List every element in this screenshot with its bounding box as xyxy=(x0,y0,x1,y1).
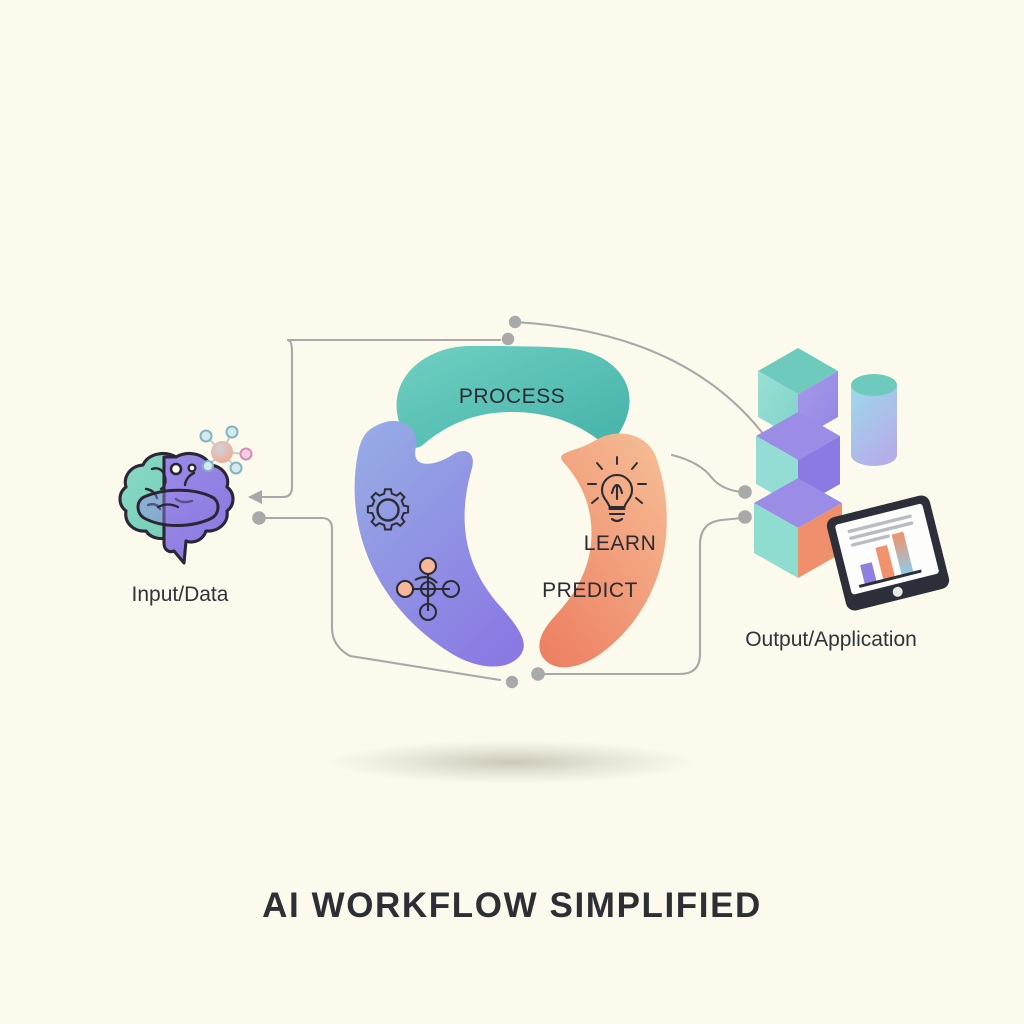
connector-group xyxy=(256,320,802,682)
connector-bottom-to-output xyxy=(538,516,744,676)
tablet-chart-icon xyxy=(826,495,950,611)
node-label-output: Output/Application xyxy=(745,628,917,651)
connector-dots xyxy=(252,315,752,689)
arrowhead-to-input xyxy=(248,490,262,504)
node-label-input: Input/Data xyxy=(132,583,229,606)
segment-transform xyxy=(354,420,524,667)
cylinder-icon xyxy=(851,374,897,466)
dot-output-upper xyxy=(738,485,752,499)
dot-bottom-left xyxy=(505,675,519,689)
network-nodes-icon xyxy=(395,556,461,622)
bar-2 xyxy=(875,544,896,580)
lightbulb-icon xyxy=(587,456,647,523)
gear-icon xyxy=(366,488,410,531)
ground-shadow xyxy=(327,740,697,784)
dot-output-lower xyxy=(738,510,752,524)
connector-input-lower xyxy=(260,516,502,682)
bar-1 xyxy=(860,562,877,585)
dot-top-arc xyxy=(508,315,522,329)
segment-learn-predict xyxy=(539,433,667,668)
segment-process xyxy=(396,346,630,448)
bar-3 xyxy=(891,531,914,576)
tablet-text-lines xyxy=(847,514,914,547)
brain-icon xyxy=(118,452,235,565)
page-title: AI WORKFLOW SIMPLIFIED xyxy=(262,886,762,925)
segment-label-predict: PREDICT xyxy=(542,579,638,602)
tablet-bars xyxy=(858,531,922,588)
molecule-icon xyxy=(199,425,253,475)
connector-input-to-process-elbow xyxy=(256,338,294,499)
dot-bottom-right xyxy=(531,667,545,681)
segment-label-process: PROCESS xyxy=(459,385,565,408)
dot-process-feed xyxy=(501,332,515,346)
dot-input-lower xyxy=(252,511,266,525)
connector-ring-to-output xyxy=(670,453,744,494)
segment-label-learn: LEARN xyxy=(584,532,657,555)
